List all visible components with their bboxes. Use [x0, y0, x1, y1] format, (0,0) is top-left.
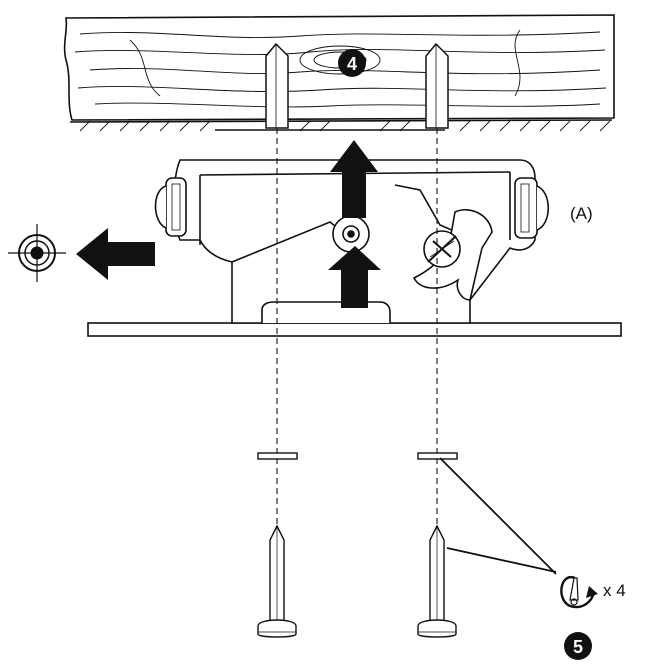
step-5-badge: 5: [564, 632, 592, 660]
wood-grain: [74, 29, 607, 108]
pilot-holes: [265, 42, 449, 129]
wooden-beam: [63, 14, 615, 132]
left-arrow-icon: [76, 228, 155, 280]
washer-left: [257, 452, 298, 460]
step-5-number: 5: [573, 637, 583, 657]
bracket-screw-icon: [423, 230, 461, 268]
step-4-badge: 4: [338, 49, 366, 77]
up-arrow-large-icon: [330, 140, 378, 218]
washer-right: [417, 452, 458, 460]
mounting-bracket: [87, 159, 622, 337]
crosshair-target-icon: [8, 224, 66, 282]
leader-lines: [439, 457, 557, 575]
hatch-surface: [79, 120, 611, 132]
alignment-dashed-lines: [276, 128, 438, 540]
screws: [257, 524, 457, 638]
washers: [257, 452, 458, 460]
step-4-number: 4: [347, 54, 357, 74]
up-arrow-small-icon: [328, 246, 381, 308]
quantity-text: x 4: [603, 581, 626, 600]
part-label-text: (A): [570, 204, 593, 223]
part-label-a: (A): [570, 204, 593, 223]
screw-right: [417, 524, 457, 638]
screwdriver-rotate-icon: [560, 576, 598, 609]
screw-left: [257, 524, 297, 638]
quantity-label: x 4: [603, 581, 626, 600]
